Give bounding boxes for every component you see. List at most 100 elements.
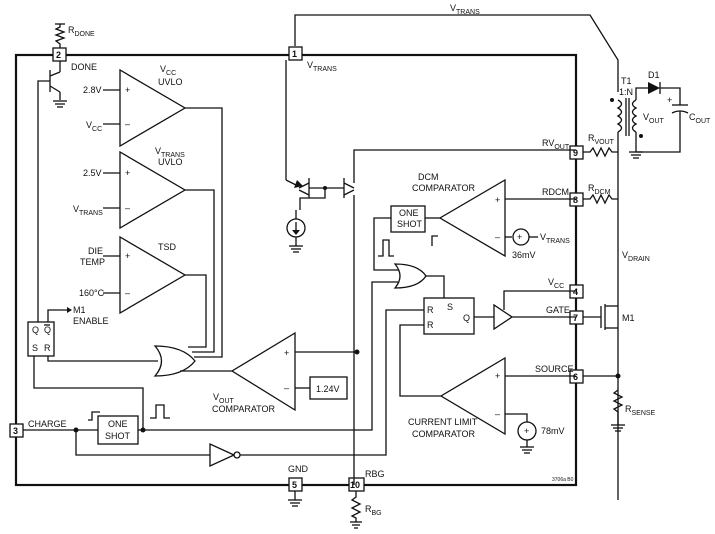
svg-text:TSD: TSD	[158, 242, 177, 252]
svg-text:Q: Q	[32, 325, 39, 335]
vtrans-input-label: VTRANS	[73, 204, 103, 217]
pin-1: 1 VTRANS	[288, 46, 337, 73]
rdone-resistor: RDONE	[54, 23, 95, 48]
tsd-comparator: TSD + – DIE TEMP 160°C	[79, 235, 207, 348]
svg-text:ENABLE: ENABLE	[73, 316, 109, 326]
svg-text:S: S	[32, 343, 38, 353]
svg-text:7: 7	[573, 313, 578, 323]
pin-5-label: GND	[288, 464, 309, 474]
rsense-resistor: RSENSE	[611, 389, 656, 432]
pin-2: 2	[52, 47, 67, 62]
svg-text:ONE: ONE	[399, 208, 419, 218]
svg-text:3: 3	[13, 426, 18, 436]
svg-text:+: +	[125, 251, 130, 261]
d1-label: D1	[648, 70, 660, 80]
pin-3: 3 CHARGE	[9, 419, 67, 438]
done-transistor: DONE	[37, 61, 97, 322]
vcc-input-label: VCC	[86, 120, 102, 133]
transformer: T1 1:N	[610, 76, 648, 500]
pin-1-label: VTRANS	[307, 60, 337, 73]
svg-text:R: R	[427, 305, 434, 315]
svg-text:UVLO: UVLO	[158, 77, 183, 87]
svg-text:1.24V: 1.24V	[316, 384, 340, 394]
svg-text:Q: Q	[463, 313, 470, 323]
figure-code: 3706a B0	[552, 477, 574, 483]
svg-text:S: S	[447, 302, 453, 312]
svg-text:2: 2	[56, 50, 61, 60]
or-gate-left	[47, 345, 196, 377]
svg-text:1: 1	[292, 49, 297, 59]
svg-text:–: –	[125, 288, 130, 298]
svg-text:DIE: DIE	[88, 246, 103, 256]
current-limit-comparator: + – + 78mV CURRENT LIMIT COMPARATOR	[408, 356, 576, 454]
charge-one-shot: ONE SHOT	[23, 404, 241, 468]
svg-text:+: +	[517, 232, 522, 242]
svg-text:2.8V: 2.8V	[83, 85, 102, 95]
svg-text:1:N: 1:N	[619, 87, 633, 97]
pin-7-label: GATE	[546, 305, 570, 315]
pin-5: 5 GND	[288, 464, 309, 492]
rdcm-label: RDCM	[588, 183, 611, 196]
dcm-comparator-label: DCM	[418, 172, 439, 182]
vtrans-bus: VTRANS	[294, 3, 619, 92]
vtrans-ref-label: VTRANS	[540, 232, 570, 245]
svg-text:–: –	[495, 409, 500, 419]
svg-text:COMPARATOR: COMPARATOR	[412, 183, 476, 193]
pin-4: 4 VCC	[548, 277, 584, 299]
svg-text:160°C: 160°C	[79, 288, 105, 298]
vcc-uvlo-label: VCC	[160, 64, 176, 77]
t1-label: T1	[621, 76, 632, 86]
done-label: DONE	[71, 62, 97, 72]
svg-text:36mV: 36mV	[512, 250, 536, 260]
diode-d1: D1	[648, 70, 681, 105]
svg-text:8: 8	[573, 195, 578, 205]
svg-text:R: R	[44, 343, 51, 353]
svg-text:–: –	[125, 203, 130, 213]
output-capacitor: + COUT VOUT	[636, 95, 711, 153]
rs-flipflop: S R R Q	[240, 290, 576, 456]
pin-4-label: VCC	[548, 277, 564, 290]
svg-text:–: –	[125, 119, 130, 129]
pin-3-label: CHARGE	[28, 419, 67, 429]
dcm-comparator: DCM COMPARATOR + – + VTRANS 36mV ONE SHO…	[373, 172, 576, 271]
svg-text:SHOT: SHOT	[105, 431, 131, 441]
svg-text:+: +	[495, 371, 500, 381]
rbg-resistor: RBG	[350, 491, 382, 529]
pin-8-label: RDCM	[542, 187, 569, 197]
svg-text:–: –	[284, 383, 289, 393]
svg-text:R: R	[427, 320, 434, 330]
svg-text:–: –	[495, 232, 500, 242]
vout-comparator: + – 1.24V VOUT COMPARATOR	[180, 331, 360, 414]
svg-text:2.5V: 2.5V	[83, 168, 102, 178]
svg-text:COMPARATOR: COMPARATOR	[212, 404, 276, 414]
svg-text:ONE: ONE	[108, 419, 128, 429]
vtrans-uvlo-label: VTRANS	[155, 146, 185, 159]
rdcm-resistor: RDCM	[583, 183, 618, 205]
svg-text:10: 10	[350, 480, 360, 490]
svg-text:Q: Q	[44, 325, 51, 335]
svg-text:6: 6	[573, 372, 578, 382]
svg-text:COMPARATOR: COMPARATOR	[412, 429, 476, 439]
svg-text:78mV: 78mV	[541, 426, 565, 436]
svg-text:TEMP: TEMP	[80, 257, 105, 267]
svg-text:5: 5	[292, 480, 297, 490]
mosfet-m1: M1	[583, 304, 635, 330]
vtrans-top-label: VTRANS	[450, 3, 480, 16]
current-mirror	[285, 60, 576, 485]
pin-10-label: RBG	[365, 469, 385, 479]
vcc-uvlo-comparator: VCC UVLO + – 2.8V VCC	[83, 64, 223, 358]
gnd-pin-ground	[288, 491, 302, 507]
rvout-resistor: RVOUT	[583, 133, 618, 158]
svg-text:SHOT: SHOT	[397, 219, 423, 229]
vtrans-uvlo-comparator: VTRANS UVLO + – 2.5V VTRANS	[73, 146, 215, 353]
pin-6-label: SOURCE	[535, 364, 574, 374]
or-gate-mid	[143, 263, 445, 431]
current-limit-label: CURRENT LIMIT	[408, 417, 478, 427]
pin-9-label: RVOUT	[542, 138, 570, 151]
m1-enable-label: M1	[73, 305, 86, 315]
svg-text:+: +	[284, 348, 289, 358]
vout-comparator-label: VOUT	[213, 392, 235, 405]
svg-text:+: +	[125, 85, 130, 95]
rbg-label: RBG	[365, 504, 382, 517]
